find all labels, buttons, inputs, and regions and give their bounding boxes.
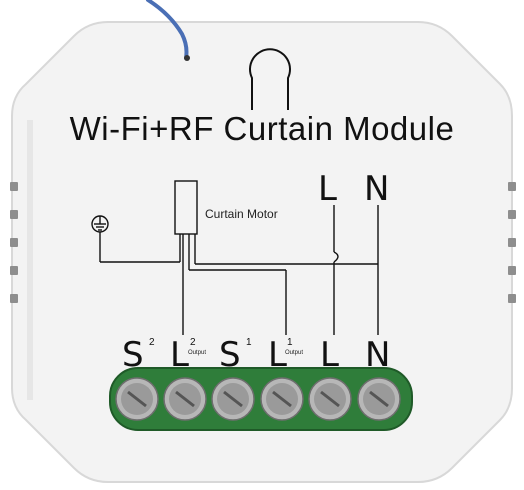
terminal-sup-l1: 1: [287, 337, 293, 348]
terminal-sup-s1: 1: [246, 337, 252, 348]
terminal-label-l2: L: [170, 335, 189, 375]
terminal-label-l: L: [320, 335, 339, 375]
terminal-screw: [308, 377, 352, 421]
terminal-sup-s2: 2: [149, 337, 155, 348]
terminal-sub-l2: Output: [188, 350, 207, 356]
top-terminal-n: N: [364, 169, 390, 209]
terminal-screw: [163, 377, 207, 421]
terminal-screw: [115, 377, 159, 421]
terminal-label-l1: L: [268, 335, 287, 375]
product-title: Wi-Fi+RF Curtain Module: [69, 110, 455, 147]
housing-outline: [11, 21, 513, 483]
antenna-wire: [146, 0, 189, 60]
terminal-label-s1: S: [219, 335, 241, 375]
left-vent-slots: [10, 182, 18, 303]
terminal-sup-l2: 2: [190, 337, 196, 348]
terminal-label-n: N: [365, 335, 391, 375]
terminal-screw: [260, 377, 304, 421]
terminal-screw: [211, 377, 255, 421]
top-terminal-l: L: [318, 169, 337, 209]
lamp-icon: [249, 48, 291, 110]
wiring-diagram: [100, 180, 379, 335]
terminal-screw: [357, 377, 401, 421]
ground-icon: [91, 215, 109, 262]
terminal-sub-l1: Output: [285, 350, 304, 356]
curtain-motor-label: Curtain Motor: [205, 207, 278, 221]
right-vent-slots: [508, 182, 516, 303]
terminal-label-s2: S: [122, 335, 144, 375]
